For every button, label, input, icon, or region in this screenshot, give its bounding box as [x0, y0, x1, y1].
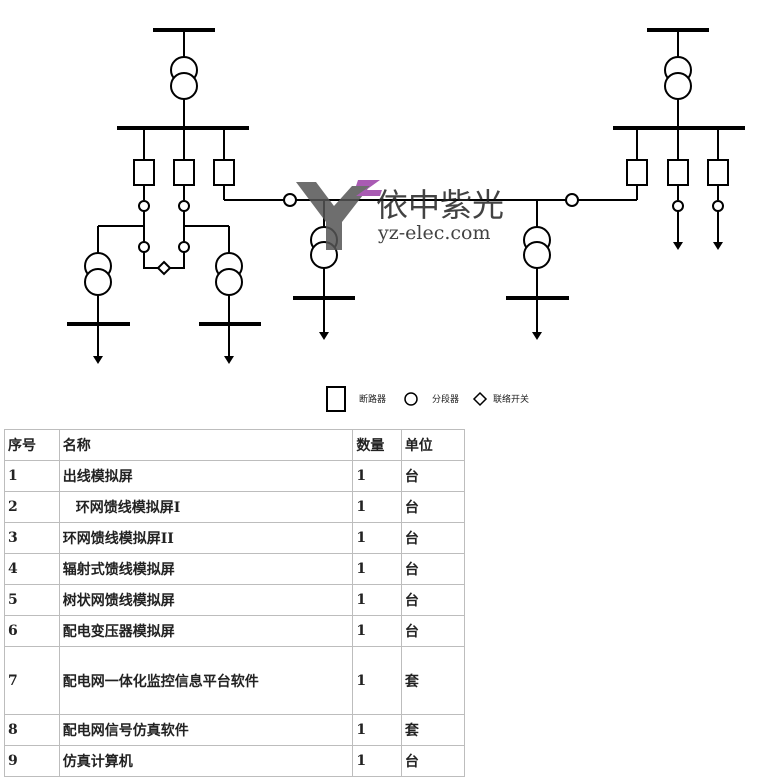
section-switch-icon — [178, 241, 190, 253]
header-no: 序号 — [4, 429, 60, 461]
cell-name: 配电变压器模拟屏 — [58, 615, 354, 647]
cell-qty: 1 — [352, 460, 402, 492]
cell-name: 树状网馈线模拟屏 — [58, 584, 354, 616]
cell-qty: 1 — [352, 714, 402, 746]
section-switch-icon — [565, 193, 579, 207]
section-switch-icon — [138, 241, 150, 253]
table-row: 6 配电变压器模拟屏 1 台 — [4, 615, 466, 647]
watermark: 依中紫光 yz-elec.com — [296, 180, 504, 250]
right-main-transformer-icon — [664, 56, 692, 100]
tie-switch-legend-icon — [472, 391, 488, 407]
distribution-transformer-icon — [215, 252, 243, 296]
table-row: 8 配电网信号仿真软件 1 套 — [4, 714, 466, 746]
table-row: 7 配电网一体化监控信息平台软件 1 套 — [4, 646, 466, 715]
breaker-icon — [133, 159, 155, 186]
header-unit: 单位 — [400, 429, 466, 461]
cell-name: 配电网一体化监控信息平台软件 — [58, 646, 354, 715]
breaker-icon — [667, 159, 689, 186]
left-substation — [67, 28, 261, 364]
header-qty: 数量 — [352, 429, 402, 461]
single-line-diagram: 断路器 分段器 联络开关 依中紫光 yz-elec.com — [67, 28, 745, 412]
cell-unit: 套 — [400, 714, 466, 746]
cell-name: 出线模拟屏 — [58, 460, 354, 492]
cell-qty: 1 — [352, 745, 402, 777]
cell-no: 5 — [4, 584, 60, 616]
cell-unit: 台 — [400, 584, 466, 616]
legend-section-switch-label: 分段器 — [432, 393, 459, 405]
cell-no: 6 — [4, 615, 60, 647]
watermark-brand: 依中紫光 — [376, 186, 504, 224]
tie-switch-icon — [156, 260, 172, 276]
breaker-icon — [213, 159, 235, 186]
breaker-icon — [173, 159, 195, 186]
section-switch-icon — [283, 193, 297, 207]
left-main-transformer-icon — [170, 56, 198, 100]
distribution-transformer-icon — [523, 226, 551, 269]
cell-qty: 1 — [352, 584, 402, 616]
table-row: 4 辐射式馈线模拟屏 1 台 — [4, 553, 466, 585]
distribution-transformer-icon — [84, 252, 112, 296]
table-row: 5 树状网馈线模拟屏 1 台 — [4, 584, 466, 616]
section-switch-icon — [712, 200, 724, 212]
header-name: 名称 — [58, 429, 354, 461]
legend-tie-switch-label: 联络开关 — [493, 393, 529, 405]
cell-name: 仿真计算机 — [58, 745, 354, 777]
section-switch-icon — [672, 200, 684, 212]
cell-no: 9 — [4, 745, 60, 777]
cell-unit: 套 — [400, 646, 466, 715]
table-row: 1 出线模拟屏 1 台 — [4, 460, 466, 492]
cell-qty: 1 — [352, 615, 402, 647]
cell-unit: 台 — [400, 491, 466, 523]
right-substation — [613, 28, 745, 250]
section-switch-icon — [178, 200, 190, 212]
cell-no: 2 — [4, 491, 60, 523]
table-row: 3 环网馈线模拟屏II 1 台 — [4, 522, 466, 554]
legend — [326, 386, 488, 412]
watermark-url: yz-elec.com — [377, 222, 491, 244]
table-row: 9 仿真计算机 1 台 — [4, 745, 466, 777]
cell-name: 辐射式馈线模拟屏 — [58, 553, 354, 585]
cell-qty: 1 — [352, 522, 402, 554]
cell-qty: 1 — [352, 553, 402, 585]
cell-unit: 台 — [400, 615, 466, 647]
cell-qty: 1 — [352, 646, 402, 715]
cell-unit: 台 — [400, 553, 466, 585]
cell-unit: 台 — [400, 522, 466, 554]
cell-name: 环网馈线模拟屏II — [58, 522, 354, 554]
table-row: 2 环网馈线模拟屏I 1 台 — [4, 491, 466, 523]
cell-unit: 台 — [400, 460, 466, 492]
legend-breaker-label: 断路器 — [359, 393, 386, 405]
cell-no: 4 — [4, 553, 60, 585]
cell-qty: 1 — [352, 491, 402, 523]
cell-no: 1 — [4, 460, 60, 492]
breaker-icon — [626, 159, 648, 186]
cell-no: 8 — [4, 714, 60, 746]
equipment-table: 序号 名称 数量 单位 1 出线模拟屏 1 台 2 环网馈线模拟屏I 1 台 3… — [4, 429, 466, 777]
section-switch-icon — [138, 200, 150, 212]
brand-logo-icon — [296, 182, 370, 250]
table-header-row: 序号 名称 数量 单位 — [4, 429, 466, 461]
breaker-legend-icon — [326, 386, 346, 412]
cell-name: 环网馈线模拟屏I — [58, 491, 354, 523]
cell-no: 7 — [4, 646, 60, 715]
cell-no: 3 — [4, 522, 60, 554]
breaker-icon — [707, 159, 729, 186]
section-switch-legend-icon — [404, 392, 418, 406]
cell-unit: 台 — [400, 745, 466, 777]
cell-name: 配电网信号仿真软件 — [58, 714, 354, 746]
